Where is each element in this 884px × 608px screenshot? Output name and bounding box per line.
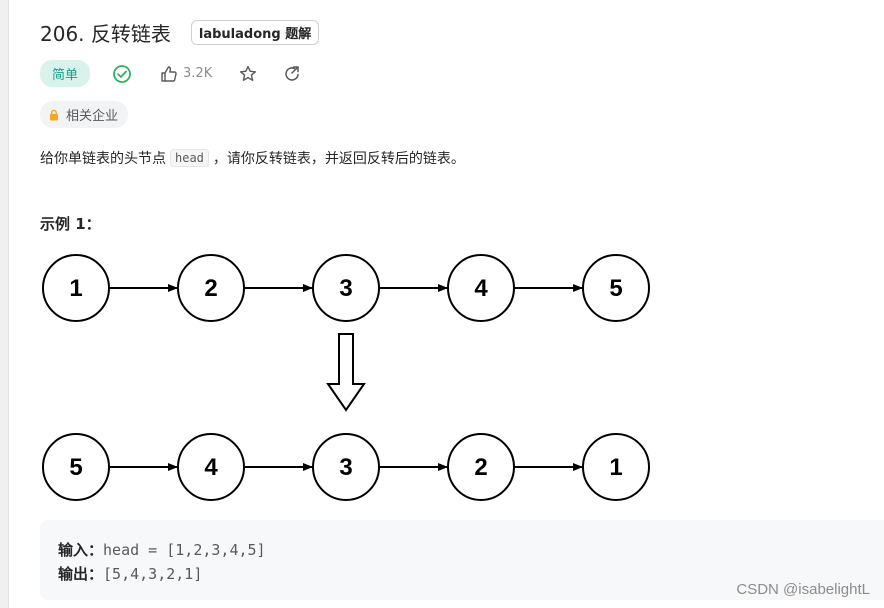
problem-description: 给你单链表的头节点 head ，请你反转链表，并返回反转后的链表。 bbox=[40, 148, 465, 168]
problem-title: 206. 反转链表 bbox=[40, 22, 171, 46]
list-after-node-label: 3 bbox=[339, 454, 352, 481]
list-after: 5 4 3 2 1 bbox=[42, 433, 650, 501]
linked-list-diagram: 1 2 3 4 5 5 4 3 2 1 bbox=[42, 254, 650, 501]
list-after-node-label: 5 bbox=[69, 454, 82, 481]
input-line: 输入： head = [1,2,3,4,5] bbox=[58, 539, 266, 560]
list-after-node bbox=[447, 433, 515, 501]
output-label: 输出： bbox=[58, 565, 104, 583]
list-before-node-label: 3 bbox=[339, 275, 352, 302]
list-before: 1 2 3 4 5 bbox=[42, 254, 650, 322]
company-tag[interactable]: 相关企业 bbox=[40, 101, 129, 128]
list-before-node-label: 4 bbox=[474, 275, 488, 302]
output-value: [5,4,3,2,1] bbox=[103, 565, 203, 583]
list-before-node bbox=[582, 254, 650, 322]
output-line: 输出： [5,4,3,2,1] bbox=[58, 563, 202, 584]
left-panel-edge bbox=[0, 0, 9, 608]
list-after-node-label: 2 bbox=[474, 454, 487, 481]
meta-row: 简单 3.2K bbox=[40, 60, 302, 87]
inline-code-head: head bbox=[170, 149, 209, 167]
share-icon[interactable] bbox=[282, 64, 302, 84]
list-before-node bbox=[447, 254, 515, 322]
description-suffix: ，请你反转链表，并返回反转后的链表。 bbox=[212, 151, 465, 167]
description-prefix: 给你单链表的头节点 bbox=[40, 151, 166, 167]
list-after-node bbox=[42, 433, 110, 501]
list-after-node-label: 4 bbox=[204, 454, 218, 481]
input-label: 输入： bbox=[58, 541, 104, 559]
title-row: 206. 反转链表 labuladong 题解 bbox=[40, 18, 320, 47]
list-after-node bbox=[312, 433, 380, 501]
company-tag-label: 相关企业 bbox=[66, 109, 119, 124]
like-button[interactable]: 3.2K bbox=[160, 65, 212, 83]
difficulty-badge: 简单 bbox=[40, 60, 91, 87]
list-after-node bbox=[582, 433, 650, 501]
list-after-node-label: 1 bbox=[609, 454, 622, 481]
watermark: CSDN @isabelightL bbox=[736, 581, 870, 598]
list-before-node-label: 5 bbox=[609, 275, 622, 302]
list-after-node bbox=[177, 433, 245, 501]
input-value: head = [1,2,3,4,5] bbox=[103, 541, 266, 559]
thumbs-up-icon bbox=[160, 65, 178, 83]
lock-icon bbox=[48, 109, 60, 121]
star-icon[interactable] bbox=[238, 64, 258, 84]
example-title: 示例 1： bbox=[40, 215, 101, 233]
list-before-node-label: 2 bbox=[204, 275, 217, 302]
like-count: 3.2K bbox=[183, 66, 213, 81]
list-before-node-label: 1 bbox=[69, 275, 82, 302]
list-before-node bbox=[42, 254, 110, 322]
solution-badge[interactable]: labuladong 题解 bbox=[190, 20, 320, 45]
example-io-box: 输入： head = [1,2,3,4,5] 输出： [5,4,3,2,1] bbox=[40, 520, 884, 600]
down-arrow-icon bbox=[326, 333, 366, 412]
check-circle-icon bbox=[112, 64, 132, 84]
list-before-node bbox=[177, 254, 245, 322]
list-before-node bbox=[312, 254, 380, 322]
